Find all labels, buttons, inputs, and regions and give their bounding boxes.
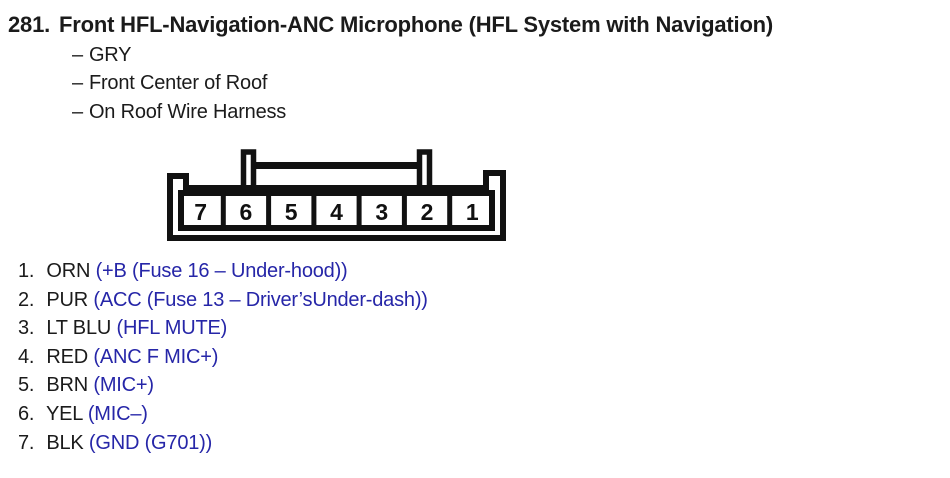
detail-text: GRY (88, 44, 132, 66)
pin-cavity-label: 6 (240, 199, 253, 225)
pin-row: 4. RED (ANC F MIC+) (18, 343, 428, 372)
pin-cavity-block (178, 190, 495, 231)
item-number: 281. (8, 12, 51, 37)
pin-row: 3. LT BLU (HFL MUTE) (18, 314, 428, 343)
signal-description: (ANC F MIC+) (93, 345, 219, 368)
connector-diagram: 7 6 5 4 3 2 1 (160, 140, 510, 245)
dash-bullet: – (72, 44, 83, 66)
pin-row: 5. BRN (MIC+) (18, 371, 428, 400)
wire-color: PUR (46, 288, 88, 311)
pin-row: 2. PUR (ACC (Fuse 13 – Driver’sUnder-das… (18, 286, 428, 315)
detail-line: –On Roof Wire Harness (72, 98, 286, 126)
pin-number: 2. (18, 288, 35, 311)
wire-color: BRN (46, 374, 88, 397)
detail-line: –GRY (72, 41, 286, 69)
dash-bullet: – (72, 100, 83, 123)
pin-number: 6. (18, 402, 35, 425)
wire-color: ORN (46, 260, 91, 282)
pin-cavity-label: 4 (330, 199, 343, 225)
pin-cavity-label: 2 (421, 199, 434, 225)
connector-right-tab (416, 149, 433, 191)
dash-bullet: – (72, 72, 83, 95)
pin-number: 4. (18, 345, 35, 368)
detail-text: Front Center of Roof (88, 72, 268, 95)
pin-cavity-label: 1 (466, 199, 479, 225)
signal-description: (ACC (Fuse 13 – Driver’sUnder-dash)) (93, 288, 428, 311)
signal-description: (HFL MUTE) (116, 317, 228, 340)
connector-left-tab (240, 149, 257, 191)
detail-text: On Roof Wire Harness (88, 100, 287, 123)
pin-row: 7. BLK (GND (G701)) (18, 429, 428, 458)
detail-line: –Front Center of Roof (72, 69, 286, 97)
pin-number: 7. (18, 431, 35, 454)
pin-row: 6. YEL (MIC–) (18, 400, 428, 429)
location-details: –GRY –Front Center of Roof –On Roof Wire… (72, 41, 286, 126)
signal-description: (+B (Fuse 16 – Under-hood)) (95, 260, 348, 282)
wire-color: LT BLU (46, 317, 112, 340)
signal-description: (MIC+) (93, 374, 154, 397)
connector-svg: 7 6 5 4 3 2 1 (167, 149, 506, 241)
page-title: 281. Front HFL-Navigation-ANC Microphone … (8, 12, 773, 38)
signal-description: (MIC–) (87, 402, 148, 425)
pin-number: 3. (18, 317, 35, 340)
item-title-text: Front HFL-Navigation-ANC Microphone (HFL… (59, 12, 774, 37)
wire-color: RED (46, 345, 88, 368)
pin-number: 1. (18, 260, 35, 282)
pin-row: 1. ORN (+B (Fuse 16 – Under-hood)) (18, 257, 428, 286)
pin-cavity-label: 5 (285, 199, 298, 225)
signal-description: (GND (G701)) (88, 431, 213, 454)
pin-cavity-label: 7 (194, 199, 207, 225)
wire-color: YEL (46, 402, 83, 425)
wire-color: BLK (46, 431, 84, 454)
pin-cavity-label: 3 (375, 199, 388, 225)
pin-number: 5. (18, 374, 35, 397)
pin-list: 1. ORN (+B (Fuse 16 – Under-hood)) 2. PU… (18, 257, 428, 457)
